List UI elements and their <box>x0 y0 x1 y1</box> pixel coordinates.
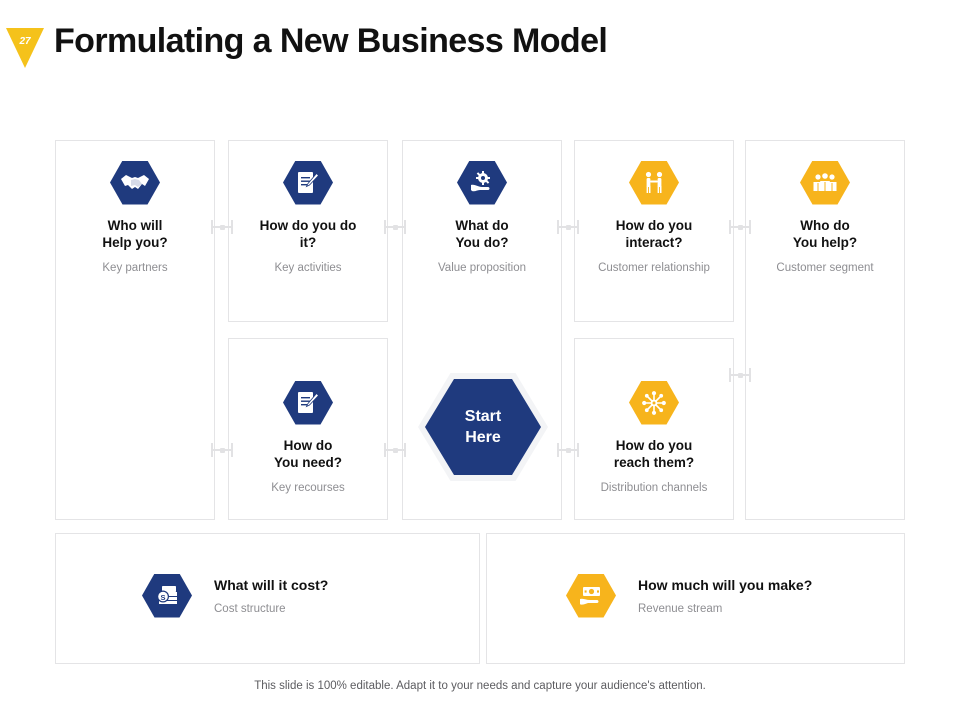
page-title: Formulating a New Business Model <box>54 22 608 60</box>
card-subtitle: Distribution channels <box>600 482 708 494</box>
connector-relationship-segment <box>729 220 751 234</box>
people-group-icon <box>796 157 854 208</box>
hand-money-icon <box>562 570 620 621</box>
start-here-hexagon[interactable]: Start Here <box>418 373 548 481</box>
card-title: What do You do? <box>455 218 509 250</box>
card-title: How do you interact? <box>615 218 693 250</box>
card-cost-structure[interactable]: S What will it cost? Cost structure <box>55 533 480 664</box>
card-subtitle: Customer relationship <box>598 262 710 274</box>
footer-note: This slide is 100% editable. Adapt it to… <box>254 680 706 692</box>
card-subtitle: Key partners <box>102 262 168 274</box>
card-subtitle: Key recourses <box>271 482 345 494</box>
card-customer-relationship[interactable]: How do you interact? Customer relationsh… <box>574 140 734 322</box>
card-customer-segment[interactable]: Who do You help? Customer segment <box>745 140 905 520</box>
connector-channels-segment <box>729 368 751 382</box>
card-key-resources[interactable]: How do You need? Key recourses <box>228 338 388 520</box>
card-content: How do you interact? Customer relationsh… <box>575 157 733 275</box>
start-here-label: Start Here <box>464 408 502 446</box>
card-content: How do you reach them? Distribution chan… <box>575 377 733 495</box>
card-title: How do you do it? <box>259 218 357 250</box>
document-pen-icon <box>279 377 337 428</box>
handshake-icon <box>106 157 164 208</box>
card-subtitle: Value proposition <box>437 262 526 274</box>
card-content: How do You need? Key recourses <box>229 377 387 495</box>
triangle-badge-icon: 27 <box>6 28 44 68</box>
card-value-proposition[interactable]: What do You do? Value proposition Start … <box>402 140 562 520</box>
card-content: Who do You help? Customer segment <box>746 157 904 275</box>
card-content: What do You do? Value proposition <box>403 157 561 275</box>
card-texts: How much will you make? Revenue stream <box>638 576 812 616</box>
card-key-partners[interactable]: Who will Help you? Key partners <box>55 140 215 520</box>
card-title: How much will you make? <box>638 576 813 593</box>
card-subtitle: Customer segment <box>776 262 874 274</box>
svg-text:S: S <box>160 593 165 602</box>
card-subtitle: Cost structure <box>214 602 286 615</box>
connector-partners-activities <box>211 220 233 234</box>
document-pen-icon <box>279 157 337 208</box>
card-title: Who will Help you? <box>102 218 168 250</box>
card-title: Who do You help? <box>792 218 858 250</box>
card-texts: What will it cost? Cost structure <box>214 576 328 616</box>
card-title: What will it cost? <box>214 576 329 593</box>
connector-resources-start <box>384 443 406 457</box>
card-content: How much will you make? Revenue stream <box>562 570 812 621</box>
card-subtitle: Revenue stream <box>638 602 723 615</box>
logo-number: 27 <box>19 36 31 47</box>
connector-activities-value <box>384 220 406 234</box>
card-title: How do You need? <box>273 438 342 470</box>
card-revenue-stream[interactable]: How much will you make? Revenue stream <box>486 533 905 664</box>
card-title: How do you reach them? <box>613 438 695 470</box>
card-content: How do you do it? Key activities <box>229 157 387 275</box>
connector-value-relationship <box>557 220 579 234</box>
two-people-icon <box>625 157 683 208</box>
start-hexagon-fill: Start Here <box>425 379 541 475</box>
card-subtitle: Key activities <box>274 262 342 274</box>
connector-start-channels <box>557 443 579 457</box>
connector-partners-resources <box>211 443 233 457</box>
page-header: 27 Formulating a New Business Model <box>0 0 960 100</box>
network-hub-icon <box>625 377 683 428</box>
card-key-activities[interactable]: How do you do it? Key activities <box>228 140 388 322</box>
card-content: S What will it cost? Cost structure <box>138 570 328 621</box>
hand-gear-icon <box>453 157 511 208</box>
card-content: Who will Help you? Key partners <box>56 157 214 275</box>
card-distribution-channels[interactable]: How do you reach them? Distribution chan… <box>574 338 734 520</box>
cash-stack-icon: S <box>138 570 196 621</box>
logo-triangle-shape <box>6 28 44 68</box>
